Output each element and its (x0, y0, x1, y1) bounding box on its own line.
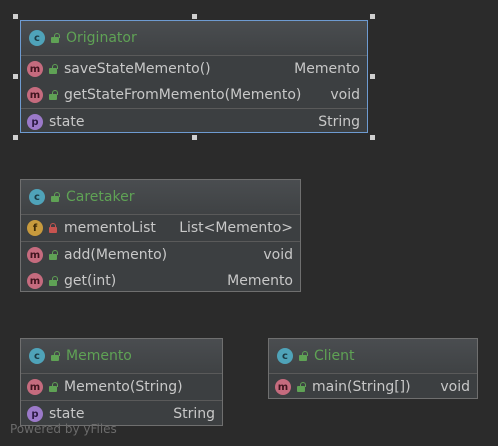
public-visibility-icon (48, 250, 58, 260)
property-name: state (49, 406, 85, 422)
public-visibility-icon (48, 276, 58, 286)
resize-handle-bottom-right[interactable] (370, 135, 375, 140)
class-icon: c (277, 348, 293, 364)
memento-header[interactable]: c Memento (21, 339, 222, 374)
method-icon: m (27, 87, 43, 103)
originator-class-box[interactable]: c Originator m saveStateMemento() Mement… (20, 20, 368, 133)
public-visibility-icon (50, 33, 60, 43)
client-header[interactable]: c Client (269, 339, 477, 374)
resize-handle-top-right[interactable] (370, 14, 375, 19)
method-row[interactable]: m main(String[]) void (269, 374, 477, 400)
class-name: Caretaker (66, 189, 135, 205)
field-type: List<Memento> (179, 220, 293, 236)
public-visibility-icon (296, 382, 306, 392)
field-icon: f (27, 220, 43, 236)
method-icon: m (275, 379, 291, 395)
property-icon: p (27, 114, 43, 130)
public-visibility-icon (48, 90, 58, 100)
resize-handle-middle-left[interactable] (13, 74, 18, 79)
method-return-type: void (330, 87, 360, 103)
client-class-box[interactable]: c Client m main(String[]) void (268, 338, 478, 399)
class-name: Client (314, 348, 355, 364)
method-return-type: Memento (227, 273, 293, 289)
method-icon: m (27, 273, 43, 289)
caretaker-header[interactable]: c Caretaker (21, 180, 300, 215)
caretaker-class-box[interactable]: c Caretaker f mementoList List<Memento> … (20, 179, 301, 292)
method-name: add(Memento) (64, 247, 168, 263)
property-type: String (318, 114, 360, 130)
method-return-type: Memento (294, 61, 360, 77)
method-icon: m (27, 379, 43, 395)
class-icon: c (29, 189, 45, 205)
method-row[interactable]: m Memento(String) (21, 374, 222, 400)
private-visibility-icon (48, 223, 58, 233)
field-row[interactable]: f mementoList List<Memento> (21, 215, 300, 241)
memento-class-box[interactable]: c Memento m Memento(String) p state Stri… (20, 338, 223, 426)
resize-handle-top-middle[interactable] (192, 14, 197, 19)
property-icon: p (27, 406, 43, 422)
property-row[interactable]: p state String (21, 401, 222, 427)
class-icon: c (29, 30, 45, 46)
originator-header[interactable]: c Originator (21, 21, 367, 56)
class-name: Originator (66, 30, 137, 46)
public-visibility-icon (48, 382, 58, 392)
method-name: get(int) (64, 273, 117, 289)
resize-handle-bottom-left[interactable] (13, 135, 18, 140)
footer-watermark: Powered by yFiles (10, 422, 117, 436)
resize-handle-bottom-middle[interactable] (192, 135, 197, 140)
method-name: main(String[]) (312, 379, 411, 395)
class-icon: c (29, 348, 45, 364)
method-name: Memento(String) (64, 379, 183, 395)
property-name: state (49, 114, 85, 130)
method-icon: m (27, 247, 43, 263)
method-return-type: void (263, 247, 293, 263)
method-name: getStateFromMemento(Memento) (64, 87, 302, 103)
public-visibility-icon (50, 351, 60, 361)
method-row[interactable]: m saveStateMemento() Memento (21, 56, 367, 82)
class-name: Memento (66, 348, 132, 364)
method-row[interactable]: m get(int) Memento (21, 268, 300, 294)
public-visibility-icon (298, 351, 308, 361)
resize-handle-middle-right[interactable] (370, 74, 375, 79)
method-row[interactable]: m add(Memento) void (21, 242, 300, 268)
property-type: String (173, 406, 215, 422)
public-visibility-icon (48, 64, 58, 74)
method-name: saveStateMemento() (64, 61, 211, 77)
field-name: mementoList (64, 220, 156, 236)
method-icon: m (27, 61, 43, 77)
public-visibility-icon (50, 192, 60, 202)
resize-handle-top-left[interactable] (13, 14, 18, 19)
method-row[interactable]: m getStateFromMemento(Memento) void (21, 82, 367, 108)
property-row[interactable]: p state String (21, 109, 367, 135)
method-return-type: void (440, 379, 470, 395)
